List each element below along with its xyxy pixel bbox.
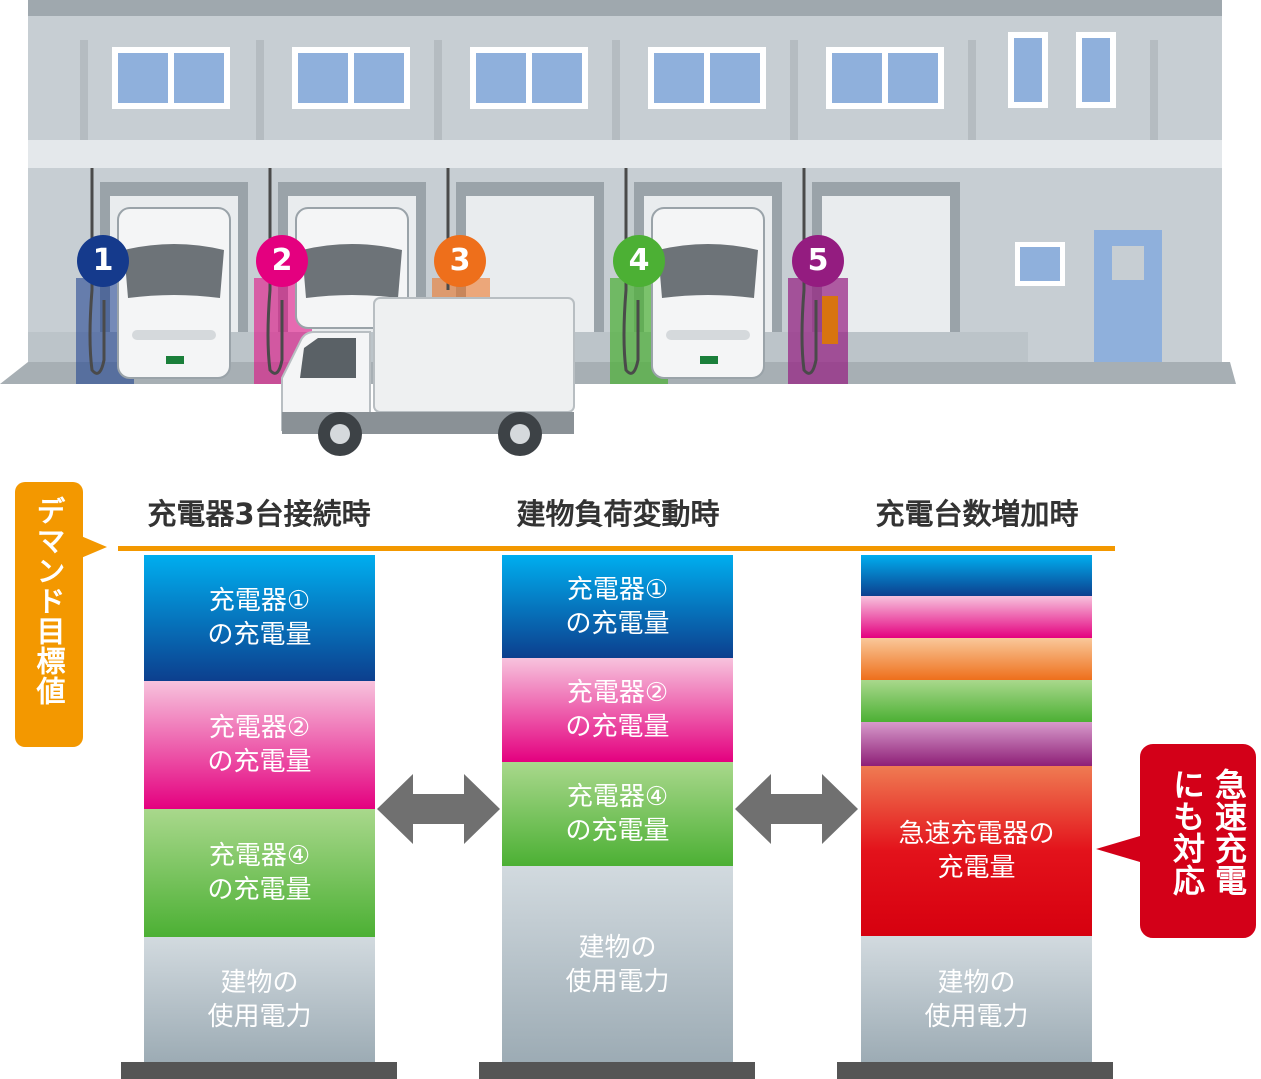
charger-badge-label: 2 bbox=[271, 243, 293, 278]
parked-trucks bbox=[117, 207, 765, 379]
demand-target-label: デマンド目標値 bbox=[15, 482, 107, 747]
callout-text: 急速充電 にも対応 bbox=[1168, 768, 1248, 896]
column-title: 充電台数増加時 bbox=[875, 497, 1079, 531]
charger-badge: 1 bbox=[77, 235, 129, 287]
segment-charger-1 bbox=[861, 555, 1092, 596]
column-base bbox=[837, 1062, 1113, 1079]
segment-building: 建物の 使用電力 bbox=[861, 936, 1092, 1063]
segment-label: 建物の 使用電力 bbox=[207, 968, 312, 1032]
segment-charger-3 bbox=[861, 638, 1092, 680]
building-band bbox=[28, 140, 1222, 168]
segment-label: 建物の 使用電力 bbox=[924, 967, 1029, 1032]
delivery-truck bbox=[281, 297, 575, 456]
charger-badge: 5 bbox=[792, 235, 844, 287]
demand-target-line bbox=[118, 546, 1115, 551]
power-stack-column: 充電器① の充電量 充電器② の充電量 充電器④ の充電量 建物の 使用電力 bbox=[144, 555, 375, 1063]
segment-charger-1: 充電器① の充電量 bbox=[144, 555, 375, 681]
segment-charger-2: 充電器② の充電量 bbox=[502, 658, 733, 762]
segment-building: 建物の 使用電力 bbox=[144, 937, 375, 1063]
power-stack-column: 急速充電器の 充電量 建物の 使用電力 bbox=[861, 555, 1092, 1063]
column-title: 建物負荷変動時 bbox=[516, 497, 720, 531]
segment-label: 充電器② の充電量 bbox=[565, 678, 670, 742]
segment-label: 充電器④ の充電量 bbox=[565, 782, 670, 846]
charger-badge-label: 1 bbox=[92, 243, 114, 278]
charger-badge-label: 5 bbox=[807, 243, 829, 278]
segment-charger-2: 充電器② の充電量 bbox=[144, 681, 375, 809]
charger-badge: 4 bbox=[613, 235, 665, 287]
segment-building: 建物の 使用電力 bbox=[502, 866, 733, 1063]
fast-charge-callout: 急速充電 にも対応 bbox=[1096, 741, 1259, 941]
charger-badge-label: 3 bbox=[449, 243, 471, 278]
segment-charger-4: 充電器④ の充電量 bbox=[502, 762, 733, 866]
double-arrow-icon bbox=[735, 774, 858, 844]
building-roof bbox=[28, 0, 1222, 16]
segment-label: 充電器① の充電量 bbox=[207, 586, 312, 650]
fast-charger-plug bbox=[822, 296, 838, 344]
demand-target-text: デマンド目標値 bbox=[32, 496, 66, 706]
charger-badge-label: 4 bbox=[628, 243, 650, 278]
segment-label: 充電器④ の充電量 bbox=[207, 841, 312, 905]
segment-fast-charger: 急速充電器の 充電量 bbox=[861, 766, 1092, 936]
column-title: 充電器3台接続時 bbox=[147, 497, 371, 531]
charger-badge: 2 bbox=[256, 235, 308, 287]
column-base bbox=[121, 1062, 397, 1079]
segment-label: 急速充電器の 充電量 bbox=[898, 819, 1055, 883]
segment-charger-5 bbox=[861, 722, 1092, 766]
segment-charger-4 bbox=[861, 680, 1092, 722]
charger-cables bbox=[88, 168, 818, 375]
upper-windows bbox=[112, 32, 1116, 109]
segment-label: 充電器② の充電量 bbox=[207, 713, 312, 777]
warehouse-illustration bbox=[0, 0, 1236, 456]
charger-badge: 3 bbox=[434, 235, 486, 287]
segment-label: 建物の 使用電力 bbox=[565, 932, 670, 997]
column-base bbox=[479, 1062, 755, 1079]
segment-label: 充電器① の充電量 bbox=[565, 574, 670, 639]
double-arrow-icon bbox=[377, 774, 500, 844]
segment-charger-1: 充電器① の充電量 bbox=[502, 555, 733, 658]
building-pillars bbox=[80, 40, 1158, 140]
power-stack-column: 充電器① の充電量 充電器② の充電量 充電器④ の充電量 建物の 使用電力 bbox=[502, 555, 733, 1063]
segment-charger-2 bbox=[861, 596, 1092, 638]
segment-charger-4: 充電器④ の充電量 bbox=[144, 809, 375, 937]
